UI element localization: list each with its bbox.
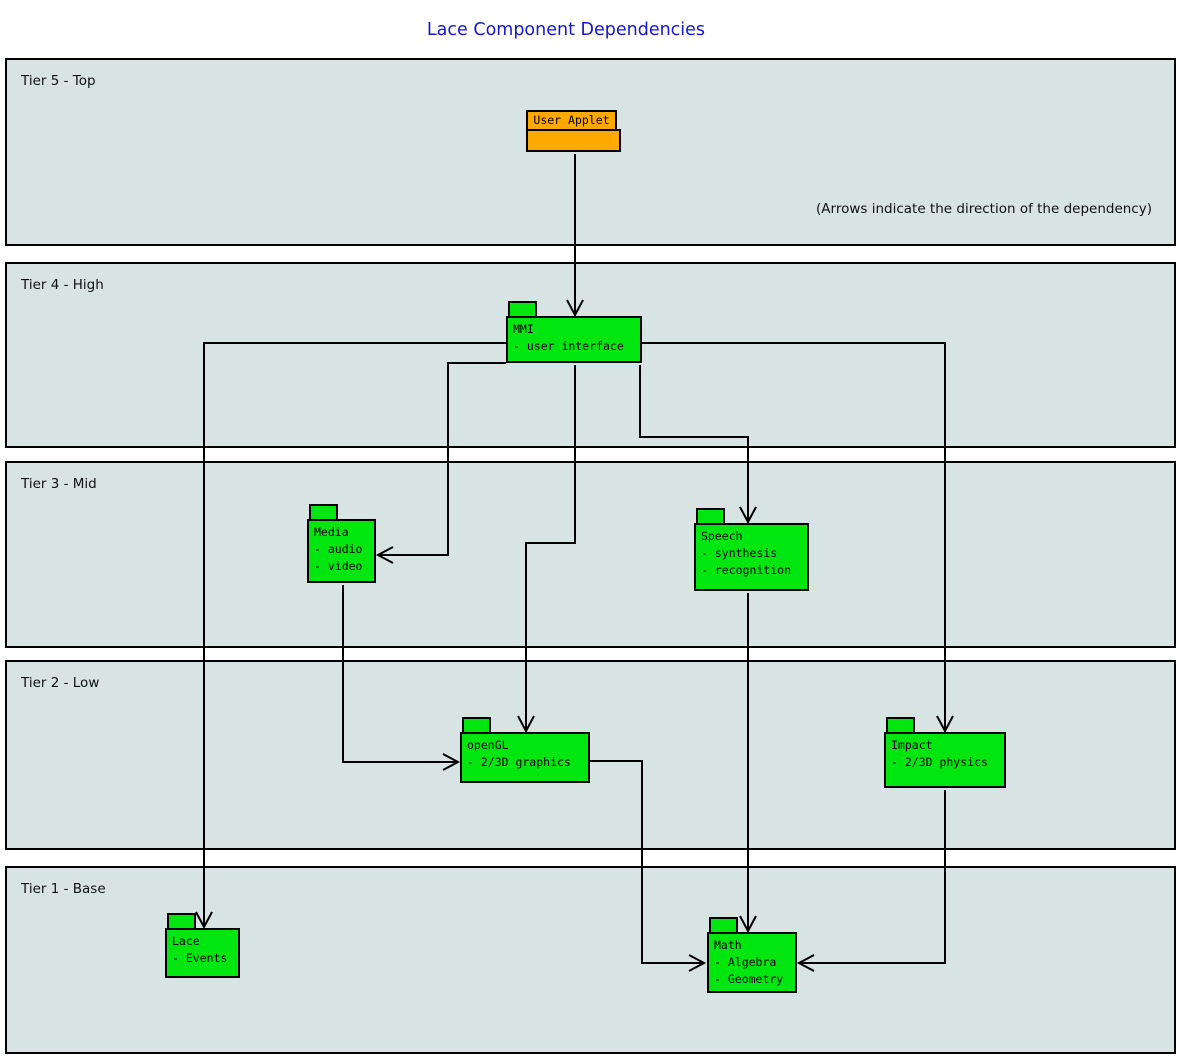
dependency-annotation: (Arrows indicate the direction of the de… (816, 201, 1152, 217)
component-opengl: openGL - 2/3D graphics (460, 717, 590, 783)
tier-5-band: Tier 5 - Top (5, 58, 1176, 246)
component-detail: - synthesis (701, 546, 778, 560)
component-math: Math - Algebra - Geometry (707, 917, 797, 993)
component-speech: Speech - synthesis - recognition (694, 508, 809, 591)
component-detail: - recognition (701, 563, 792, 577)
tier-2-label: Tier 2 - Low (21, 675, 100, 691)
component-detail: - video (314, 559, 363, 573)
component-detail: - 2/3D physics (891, 755, 988, 769)
tier-4-label: Tier 4 - High (21, 277, 104, 293)
tier-3-band: Tier 3 - Mid (5, 461, 1176, 648)
component-detail: - 2/3D graphics (467, 755, 571, 769)
user-applet-title: User Applet (526, 110, 617, 131)
component-name: Media (314, 525, 349, 539)
user-applet-body (526, 129, 621, 152)
component-impact: Impact - 2/3D physics (884, 717, 1006, 788)
tier-1-label: Tier 1 - Base (21, 881, 106, 897)
component-lace: Lace - Events (165, 913, 240, 978)
tier-3-label: Tier 3 - Mid (21, 476, 97, 492)
component-detail: - Geometry (714, 972, 784, 986)
component-name: MMI (513, 322, 534, 336)
component-detail: - Events (172, 951, 228, 965)
component-name: openGL (467, 738, 509, 752)
component-name: Speech (701, 529, 743, 543)
component-detail: - Algebra (714, 955, 777, 969)
page-title: Lace Component Dependencies (426, 20, 706, 40)
component-name: Impact (891, 738, 933, 752)
component-name: Math (714, 938, 742, 952)
component-detail: - user interface (513, 339, 624, 353)
component-user-applet: User Applet (526, 110, 621, 152)
component-detail: - audio (314, 542, 363, 556)
component-media: Media - audio - video (307, 504, 376, 583)
component-name: Lace (172, 934, 200, 948)
tier-5-label: Tier 5 - Top (21, 73, 96, 89)
component-mmi: MMI - user interface (506, 301, 642, 363)
